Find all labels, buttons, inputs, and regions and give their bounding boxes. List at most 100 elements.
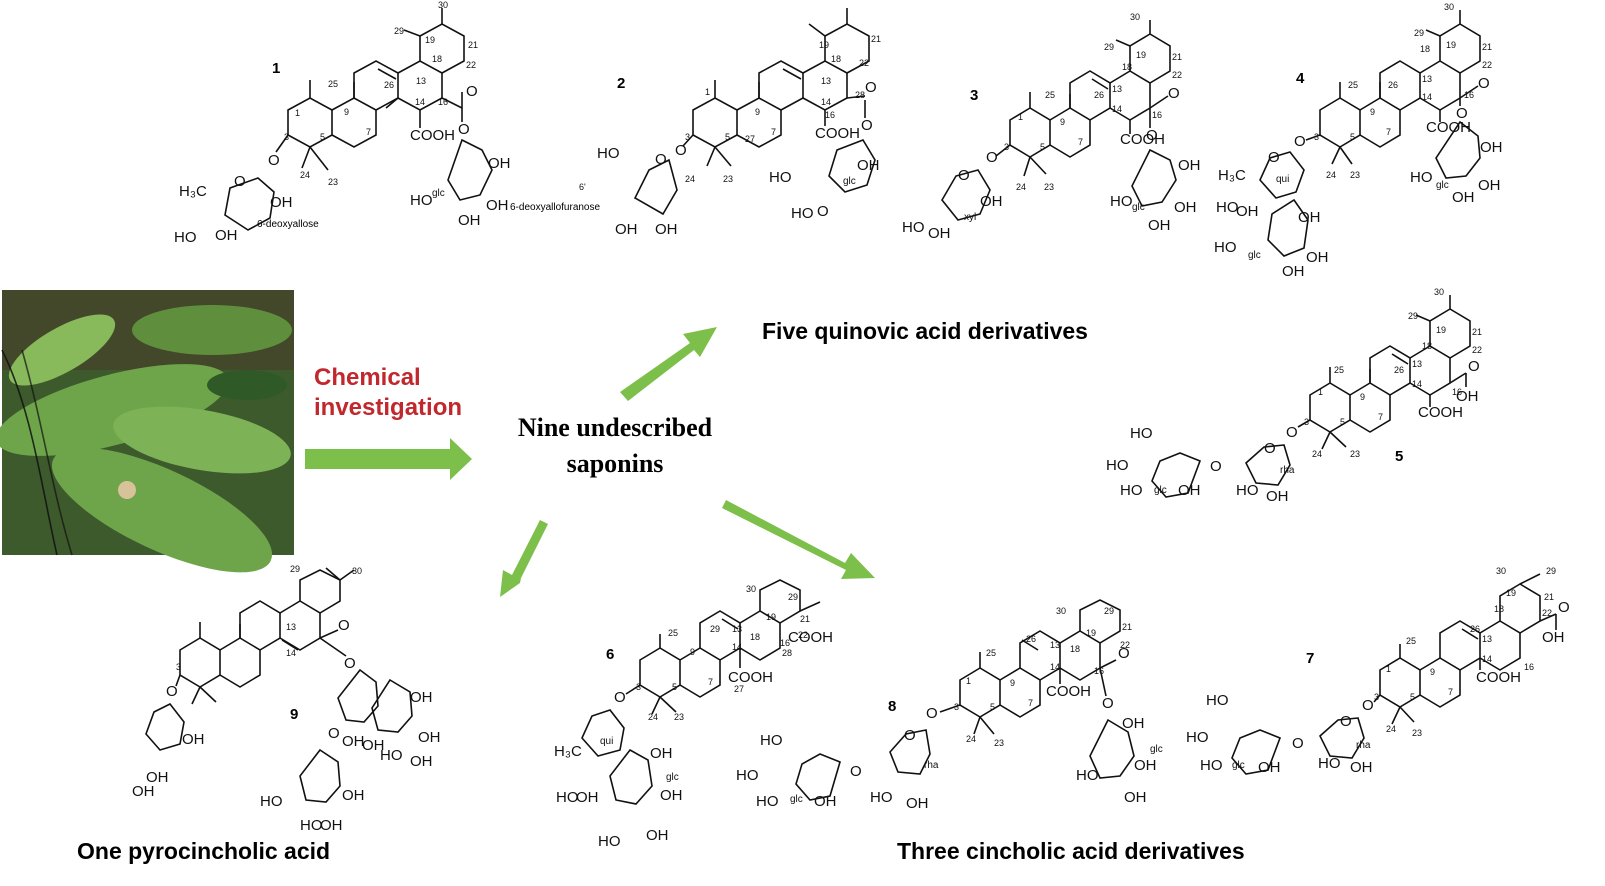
svg-text:OH: OH	[1174, 199, 1197, 216]
svg-text:OH: OH	[1452, 189, 1475, 206]
compound-number-5: 5	[1395, 448, 1404, 465]
svg-text:O: O	[328, 725, 340, 742]
svg-text:OH: OH	[1542, 629, 1565, 646]
svg-text:14: 14	[821, 97, 831, 107]
center-label-line1: Nine undescribed	[517, 413, 713, 442]
svg-text:9: 9	[1010, 678, 1015, 688]
svg-text:23: 23	[1412, 728, 1422, 738]
svg-text:3: 3	[685, 132, 690, 142]
glc-tag-5: glc	[1154, 485, 1167, 496]
svg-text:HO: HO	[598, 833, 621, 850]
svg-text:21: 21	[800, 614, 810, 624]
svg-text:O: O	[1478, 75, 1490, 92]
sugar-name-1: 6-deoxyallose	[257, 219, 319, 230]
h3c-label-1: H₃C	[179, 183, 207, 200]
svg-text:30: 30	[352, 566, 362, 576]
svg-text:OH: OH	[1480, 139, 1503, 156]
svg-text:1: 1	[1318, 387, 1323, 397]
rha-tag-8: rha	[924, 760, 939, 771]
svg-text:24: 24	[648, 712, 658, 722]
svg-text:27: 27	[734, 684, 744, 694]
svg-text:O: O	[1210, 458, 1222, 475]
svg-text:O: O	[1294, 133, 1306, 150]
chemical-investigation-label: Chemical investigation	[314, 363, 462, 423]
svg-text:OH: OH	[1456, 388, 1479, 405]
svg-text:9: 9	[690, 647, 695, 657]
svg-text:OH: OH	[615, 221, 638, 238]
svg-text:OH: OH	[182, 731, 205, 748]
svg-text:O: O	[466, 83, 478, 100]
svg-text:OH: OH	[576, 789, 599, 806]
compound-number-8: 8	[888, 698, 897, 715]
compound-number-1: 1	[272, 60, 281, 77]
svg-text:30: 30	[438, 0, 448, 10]
svg-text:18: 18	[750, 632, 760, 642]
svg-text:19: 19	[1136, 50, 1146, 60]
compound-number-6: 6	[606, 646, 615, 663]
compound-2-structure: COOH O O O O HO OH OH OH HO HO O glc 27 …	[579, 8, 881, 238]
svg-text:21: 21	[1172, 52, 1182, 62]
svg-text:3: 3	[176, 662, 181, 672]
svg-text:5: 5	[1040, 142, 1045, 152]
svg-text:OH: OH	[646, 827, 669, 844]
svg-text:24: 24	[1326, 170, 1336, 180]
svg-text:9: 9	[1360, 392, 1365, 402]
svg-text:3: 3	[636, 682, 641, 692]
compound-1-structure: COOH O O O O H₃C OH OH HO OH OH OH HO gl…	[174, 0, 511, 246]
svg-text:HO: HO	[1130, 425, 1153, 442]
qui-tag-6: qui	[600, 736, 613, 747]
arrow-to-cincholic	[722, 500, 875, 579]
compound-3-structure: COOH O O O O OH HO OH xyl OH OH OH HO gl…	[902, 12, 1201, 242]
svg-text:O: O	[344, 655, 356, 672]
plant-photo	[0, 290, 294, 573]
svg-text:13: 13	[1112, 84, 1122, 94]
svg-text:O: O	[904, 727, 916, 744]
svg-text:OH: OH	[1122, 715, 1145, 732]
svg-text:OH: OH	[458, 212, 481, 229]
svg-text:19: 19	[819, 40, 829, 50]
svg-text:19: 19	[1506, 588, 1516, 598]
svg-text:O: O	[268, 152, 280, 169]
svg-text:6': 6'	[579, 182, 586, 192]
compound-7-structure: COOH O OH O O HO OH rha O HO HO HO OH gl…	[1186, 566, 1570, 776]
svg-text:1: 1	[705, 87, 710, 97]
svg-text:OH: OH	[146, 769, 169, 786]
svg-text:1: 1	[1018, 112, 1023, 122]
svg-text:18: 18	[1494, 604, 1504, 614]
svg-text:3: 3	[1004, 142, 1009, 152]
svg-text:OH: OH	[342, 733, 365, 750]
svg-text:21: 21	[1122, 622, 1132, 632]
svg-text:O: O	[865, 79, 877, 96]
svg-text:14: 14	[286, 648, 296, 658]
svg-text:O: O	[1268, 149, 1280, 166]
svg-text:OH: OH	[1178, 482, 1201, 499]
svg-text:25: 25	[1406, 636, 1416, 646]
svg-text:13: 13	[1422, 74, 1432, 84]
svg-text:O: O	[861, 117, 873, 134]
svg-text:16: 16	[825, 110, 835, 120]
svg-text:13: 13	[1412, 359, 1422, 369]
svg-text:COOH: COOH	[1120, 131, 1165, 148]
compound-number-4: 4	[1296, 70, 1305, 87]
svg-text:5: 5	[1340, 417, 1345, 427]
svg-text:26: 26	[384, 80, 394, 90]
svg-text:O: O	[1340, 713, 1352, 730]
svg-text:28: 28	[855, 90, 865, 100]
svg-text:14: 14	[1422, 92, 1432, 102]
svg-text:OH: OH	[1478, 177, 1501, 194]
svg-text:14: 14	[732, 642, 742, 652]
svg-text:OH: OH	[486, 197, 509, 214]
svg-text:18: 18	[1422, 341, 1432, 351]
svg-text:HO: HO	[1236, 482, 1259, 499]
svg-text:7: 7	[708, 677, 713, 687]
svg-text:30: 30	[1496, 566, 1506, 576]
svg-text:30: 30	[1056, 606, 1066, 616]
svg-text:30: 30	[1130, 12, 1140, 22]
glc-tag-6: glc	[666, 772, 679, 783]
svg-text:OH: OH	[132, 783, 155, 800]
glc-tag-2: glc	[843, 176, 856, 187]
svg-text:OH: OH	[362, 737, 385, 754]
svg-text:O: O	[166, 683, 178, 700]
svg-text:O: O	[1264, 440, 1276, 457]
svg-text:24: 24	[300, 170, 310, 180]
